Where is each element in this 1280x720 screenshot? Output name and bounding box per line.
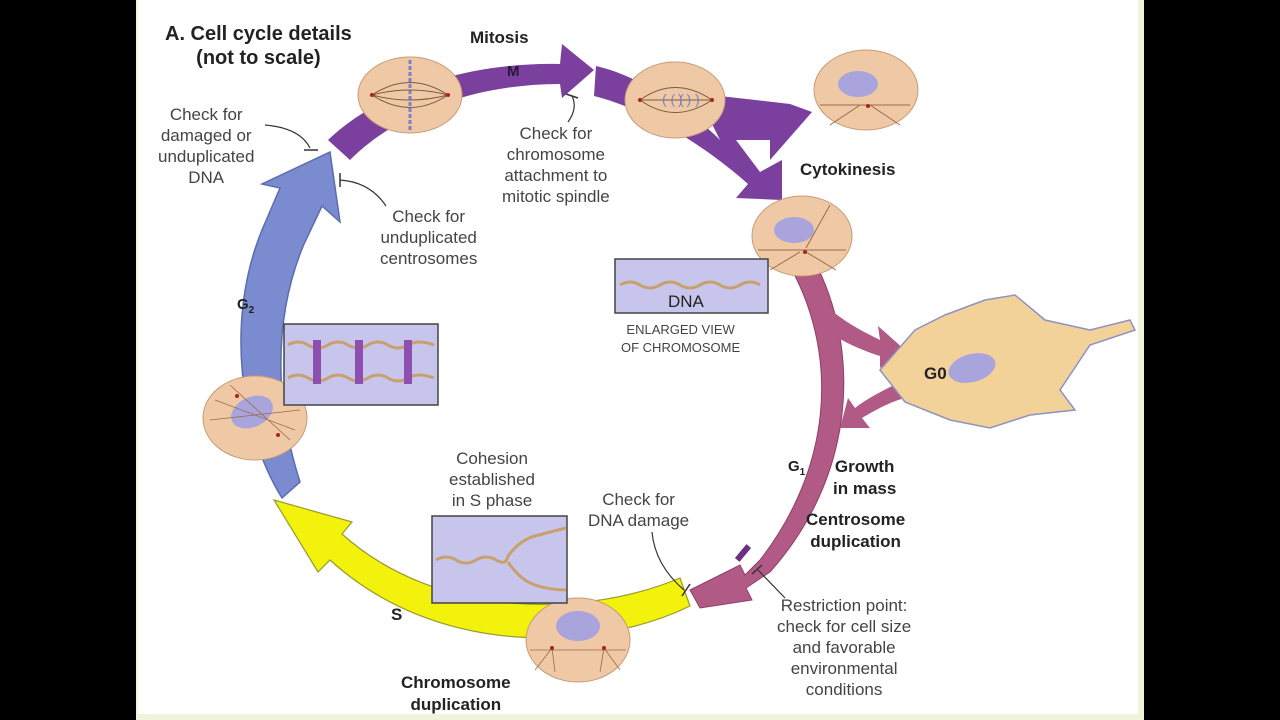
cytokinesis-label: Cytokinesis [800, 160, 896, 179]
leader-dna-damage [651, 531, 685, 591]
s-phase-label: S [391, 605, 403, 624]
dna-label: DNA [668, 292, 704, 311]
replication-inset-box [431, 515, 568, 604]
leader-damaged-dna [264, 124, 311, 149]
g2-cell [202, 375, 308, 461]
check-dna-damage-label: Check for DNA damage [588, 490, 690, 530]
restriction-point-label: Restriction point: check for cell size a… [777, 596, 912, 699]
check-spindle-label: Check for chromosome attachment to mitot… [502, 124, 610, 206]
m-phase-label: M [507, 63, 520, 80]
check-centrosomes-label: Check for unduplicated centrosomes [380, 207, 478, 268]
g2-phase-label: G2 [237, 296, 255, 316]
enlarged-view-label: Enlarged viewof chromosome [621, 322, 741, 355]
svg-text:( ( (: ( ( ( [662, 91, 684, 107]
anaphase-cell: ( ( ( ) ) ) [624, 61, 726, 139]
cohesin-inset-box [283, 323, 439, 406]
leader-restriction [757, 569, 786, 599]
daughter-cell-top [813, 49, 919, 131]
leader-spindle [567, 95, 575, 123]
g0-cell [879, 294, 1137, 429]
svg-text:) ) ): ) ) ) [678, 91, 700, 107]
g0-entry-arrow [815, 300, 905, 368]
cohesion-label: Cohesion established in S phase [449, 449, 536, 510]
daughter-cell-g1 [751, 195, 853, 277]
g1-phase-label: G1 [788, 458, 806, 478]
diagram-title: A. Cell cycle details(not to scale) [165, 23, 352, 69]
mitosis-label: Mitosis [470, 28, 529, 47]
restriction-point-marker [734, 544, 752, 562]
leader-centrosomes [339, 179, 387, 207]
check-damaged-dna-label: Check for damaged or unduplicated DNA [158, 105, 255, 187]
mitosis-arc [328, 44, 594, 160]
s-phase-cell [525, 597, 631, 683]
g0-exit-arrow [840, 382, 905, 428]
growth-label: Growth in mass [833, 457, 897, 498]
centrosome-duplication-label: Centrosome duplication [806, 510, 906, 551]
chromosome-duplication-label: Chromosome duplication [401, 673, 511, 714]
metaphase-cell [357, 56, 463, 134]
slide-bottom-border [136, 714, 1144, 720]
g0-label: G0 [924, 364, 947, 383]
g1-arc [689, 267, 845, 609]
dna-inset-box [614, 258, 769, 314]
